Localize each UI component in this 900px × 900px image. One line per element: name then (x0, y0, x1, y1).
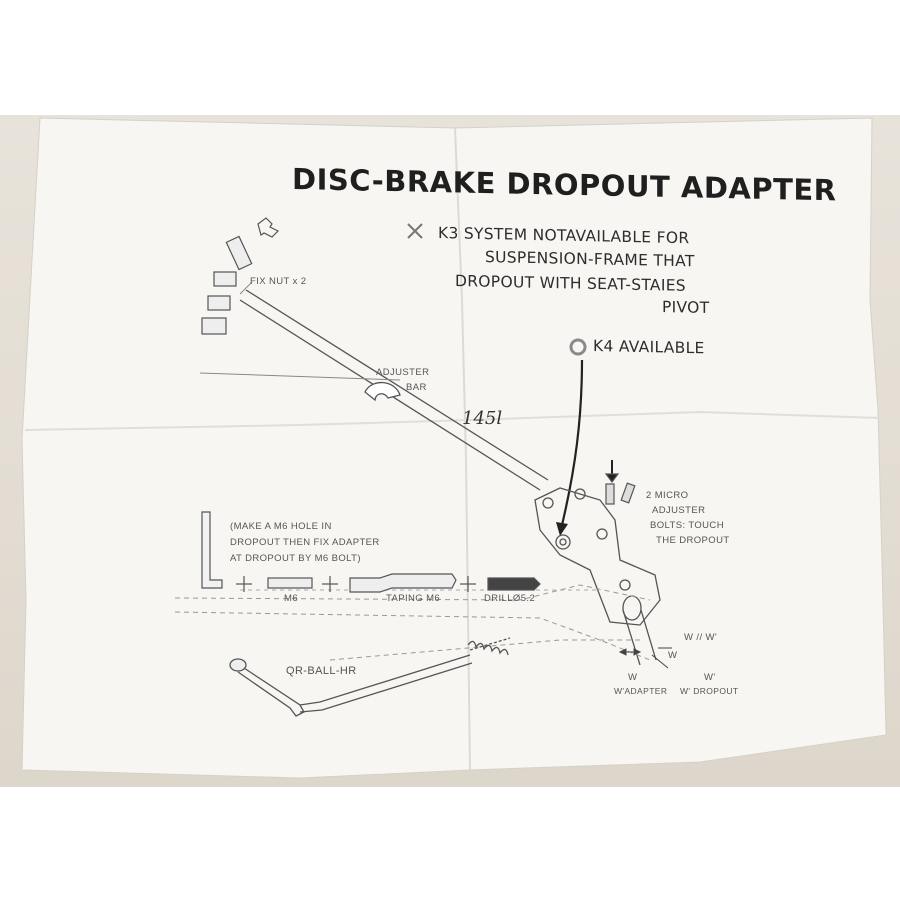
micro-bolts (604, 460, 636, 505)
w-dimensions (618, 647, 672, 669)
m6-hole-line-3: AT DROPOUT BY M6 BOLT) (230, 553, 361, 564)
background-bottom (0, 787, 900, 900)
m6-hole-line-1: (MAKE A M6 HOLE IN (230, 521, 332, 532)
background-top (0, 0, 900, 115)
download-arrow-icon (257, 217, 280, 238)
note-line-4: PIVOT (662, 298, 710, 317)
adjuster-label-1: ADJUSTER (376, 367, 430, 378)
micro-label-1: 2 MICRO (646, 490, 689, 501)
adjuster-bar (239, 289, 549, 491)
adjuster-label-2: BAR (406, 382, 427, 393)
k4-pointer-arrow (560, 359, 584, 526)
m6-hole-line-2: DROPOUT THEN FIX ADAPTER (230, 537, 380, 548)
adapter-plate (534, 487, 661, 666)
micro-label-4: THE DROPOUT (656, 535, 730, 546)
paper (21, 117, 887, 779)
fix-nuts (201, 235, 253, 335)
handwritten-note: 145l (462, 408, 503, 429)
fold-horizontal (24, 410, 881, 431)
micro-label-2: ADJUSTER (652, 505, 706, 516)
drill-label: DRILLØ5.2 (484, 593, 536, 604)
w-small-label: W (668, 650, 678, 661)
m6-label: M6 (284, 593, 298, 604)
k4-available-label: K4 AVAILABLE (593, 337, 705, 358)
micro-label-3: BOLTS: TOUCH (650, 520, 724, 531)
qr-label: QR-BALL-HR (286, 665, 357, 677)
k4-circle-icon (569, 338, 587, 356)
w-dropout-label: W' DROPOUT (680, 686, 739, 696)
allen-key (201, 511, 223, 589)
taping-label: TAPING M6 (386, 593, 441, 604)
fold-vertical (454, 127, 471, 771)
fix-nut-label: FIX NUT x 2 (250, 276, 307, 287)
quick-release (229, 637, 511, 717)
w-adapter-label: W'ADAPTER (614, 686, 668, 696)
w-adapter-symbol: W (628, 672, 638, 683)
k3-cross-icon (407, 223, 423, 239)
w-parallel-label: W // W' (684, 632, 718, 643)
bolt-sequence (236, 573, 541, 593)
dropout-outline (174, 584, 651, 661)
leader-lines (199, 281, 401, 381)
w-dropout-symbol: W' (704, 672, 716, 683)
